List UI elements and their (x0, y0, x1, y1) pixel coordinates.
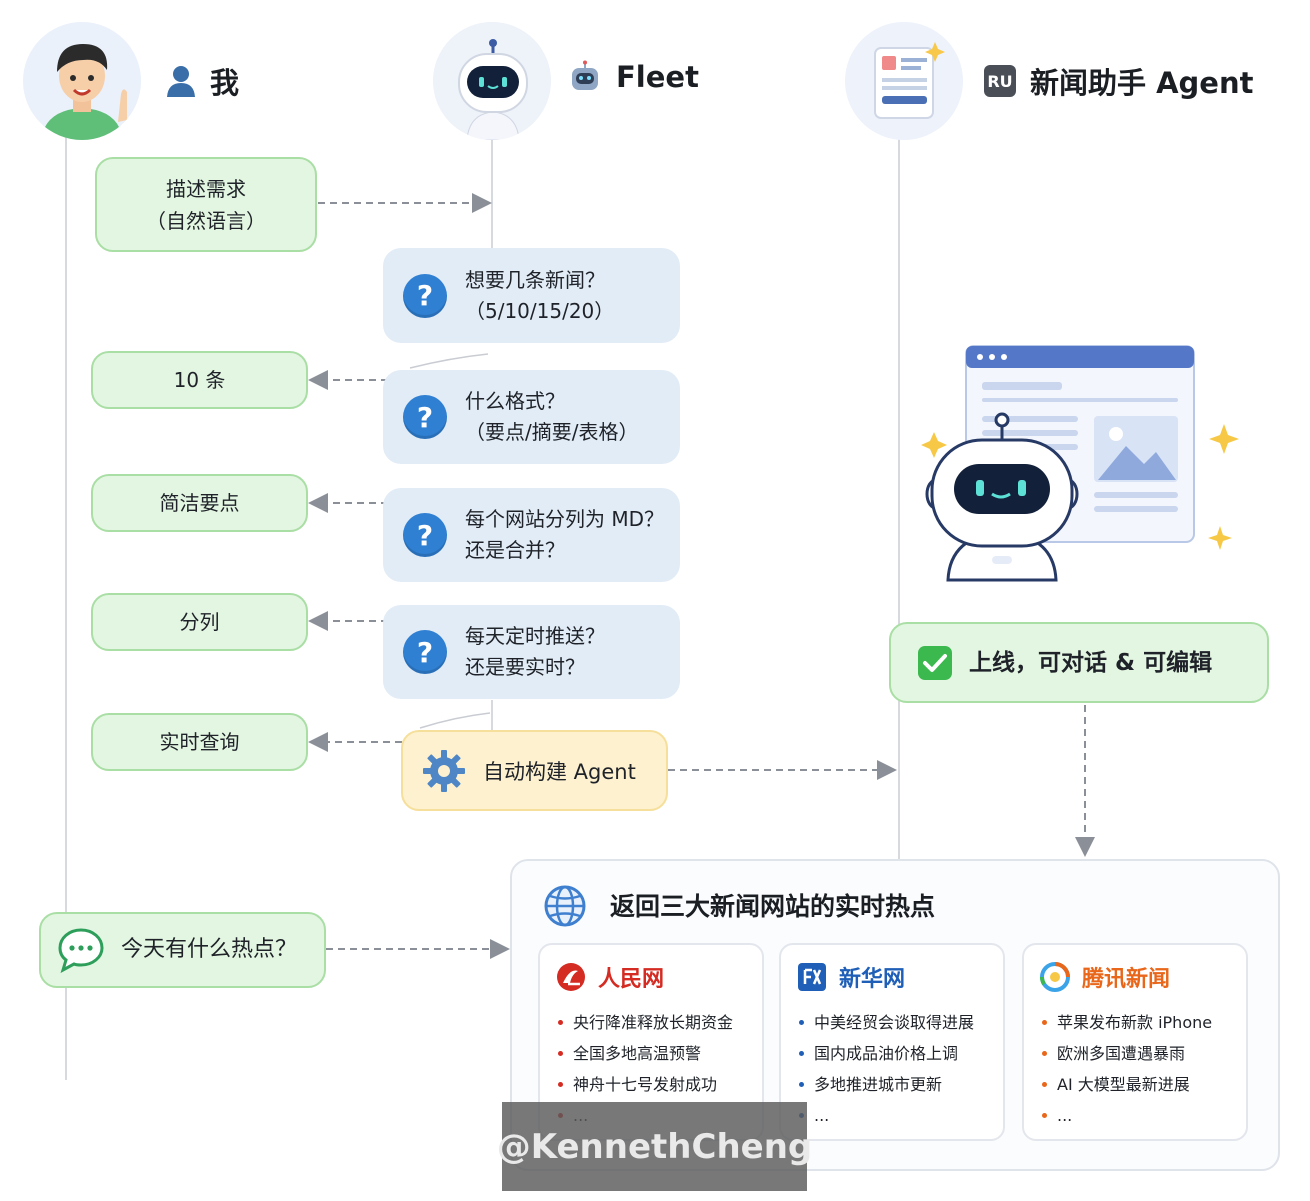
watermark: @KennethCheng (497, 1102, 812, 1191)
news-item: ... (1042, 1100, 1212, 1131)
question-format-line1: 什么格式？ (465, 389, 565, 413)
question-icon: ? (403, 513, 447, 557)
news-item[interactable]: 央行降准释放长期资金 (558, 1007, 733, 1038)
query-label: 今天有什么热点？ (121, 937, 298, 962)
news-site-name: 人民网 (598, 967, 665, 992)
answer-split-label: 分列 (179, 610, 220, 634)
answer-realtime-box: 实时查询 (91, 713, 308, 771)
question-schedule-box: ? 每天定时推送？ 还是要实时？ (383, 605, 680, 699)
question-split-line2: 还是合并？ (465, 538, 565, 562)
news-card-tencent: 腾讯新闻 苹果发布新款 iPhone 欧洲多国遭遇暴雨 AI 大模型最新进展 .… (1022, 943, 1248, 1141)
news-item[interactable]: 全国多地高温预警 (558, 1038, 733, 1069)
news-item[interactable]: 中美经贸会谈取得进展 (799, 1007, 974, 1038)
agent-lifeline (898, 135, 900, 860)
person-icon (167, 66, 195, 97)
auto-build-label: 自动构建 Agent (483, 759, 636, 784)
question-format-line2: （要点/摘要/表格） (465, 420, 639, 444)
news-item-text: 神舟十七号发射成功 (573, 1075, 718, 1094)
fleet-lifeline-2 (491, 700, 493, 732)
question-count-line2: （5/10/15/20） (465, 298, 615, 323)
news-item-text: 欧洲多国遭遇暴雨 (1057, 1044, 1186, 1063)
answer-format-label: 简洁要点 (159, 491, 240, 515)
news-item-text: 中美经贸会谈取得进展 (814, 1013, 975, 1032)
fleet-lifeline (491, 135, 493, 255)
globe-icon (544, 885, 586, 927)
question-count-box: ? 想要几条新闻？ （5/10/15/20） (383, 248, 680, 343)
describe-need-line1: 描述需求 (166, 176, 246, 201)
news-item-text: 苹果发布新款 iPhone (1057, 1013, 1213, 1032)
news-item[interactable]: 苹果发布新款 iPhone (1042, 1007, 1212, 1038)
question-schedule-line1: 每天定时推送？ (465, 624, 605, 648)
news-item-text: ... (814, 1106, 830, 1125)
agent-robot-illustration (921, 345, 1239, 582)
gear-icon (423, 749, 465, 792)
news-item[interactable]: 国内成品油价格上调 (799, 1038, 974, 1069)
news-item-text: 多地推进城市更新 (814, 1075, 943, 1094)
chat-bubble-icon (58, 928, 104, 973)
news-item-text: 全国多地高温预警 (573, 1044, 702, 1063)
online-label: 上线，可对话 & 可编辑 (969, 649, 1213, 676)
answer-realtime-label: 实时查询 (159, 730, 240, 754)
fleet-avatar (433, 22, 551, 140)
actor-agent: RU 新闻助手 Agent (984, 60, 1253, 102)
answer-split-box: 分列 (91, 593, 308, 651)
result-title: 返回三大新闻网站的实时热点 (610, 892, 936, 921)
news-item[interactable]: 神舟十七号发射成功 (558, 1069, 733, 1100)
news-item: ... (799, 1100, 974, 1131)
actor-fleet-label: Fleet (616, 60, 699, 94)
tencent-news-logo-icon (1040, 962, 1070, 992)
question-count-line1: 想要几条新闻？ (465, 267, 605, 292)
news-item[interactable]: 多地推进城市更新 (799, 1069, 974, 1100)
answer-format-box: 简洁要点 (91, 474, 308, 532)
question-split-box: ? 每个网站分列为 MD？ 还是合并？ (383, 488, 680, 582)
answer-count-box: 10 条 (91, 351, 308, 409)
actor-agent-label: 新闻助手 Agent (1030, 66, 1254, 100)
question-format-box: ? 什么格式？ （要点/摘要/表格） (383, 370, 680, 464)
question-split-line1: 每个网站分列为 MD？ (465, 507, 665, 531)
auto-build-box: 自动构建 Agent (401, 730, 668, 811)
online-box: 上线，可对话 & 可编辑 (889, 622, 1269, 703)
agent-badge: RU (984, 65, 1016, 97)
news-item-text: 央行降准释放长期资金 (573, 1013, 734, 1032)
query-box: 今天有什么热点？ (39, 912, 326, 988)
question-schedule-line2: 还是要实时？ (465, 655, 585, 679)
question-icon: ? (403, 630, 447, 674)
news-item[interactable]: 欧洲多国遭遇暴雨 (1042, 1038, 1212, 1069)
user-avatar (23, 22, 141, 140)
question-icon: ? (403, 395, 447, 439)
news-site-name: 新华网 (839, 967, 906, 992)
check-icon (918, 645, 952, 680)
news-card-xinhua: 新华网 中美经贸会谈取得进展 国内成品油价格上调 多地推进城市更新 ... (779, 943, 1005, 1141)
news-item-text: AI 大模型最新进展 (1057, 1075, 1190, 1094)
news-item[interactable]: AI 大模型最新进展 (1042, 1069, 1212, 1100)
news-site-name: 腾讯新闻 (1082, 967, 1171, 992)
actor-me: 我 (166, 60, 239, 102)
describe-need-box: 描述需求 （自然语言） (95, 157, 317, 252)
news-item-text: ... (1057, 1106, 1073, 1125)
describe-need-line2: （自然语言） (146, 208, 266, 233)
me-lifeline (65, 135, 67, 1080)
agent-avatar (845, 22, 963, 140)
xinhua-logo-icon (798, 963, 826, 991)
actor-fleet: Fleet (568, 60, 699, 94)
actor-me-label: 我 (210, 66, 240, 100)
robot-icon (572, 60, 598, 90)
news-item-text: 国内成品油价格上调 (814, 1044, 959, 1063)
question-icon: ? (403, 273, 447, 318)
answer-count-label: 10 条 (173, 368, 226, 392)
people-daily-logo-icon (557, 963, 585, 991)
